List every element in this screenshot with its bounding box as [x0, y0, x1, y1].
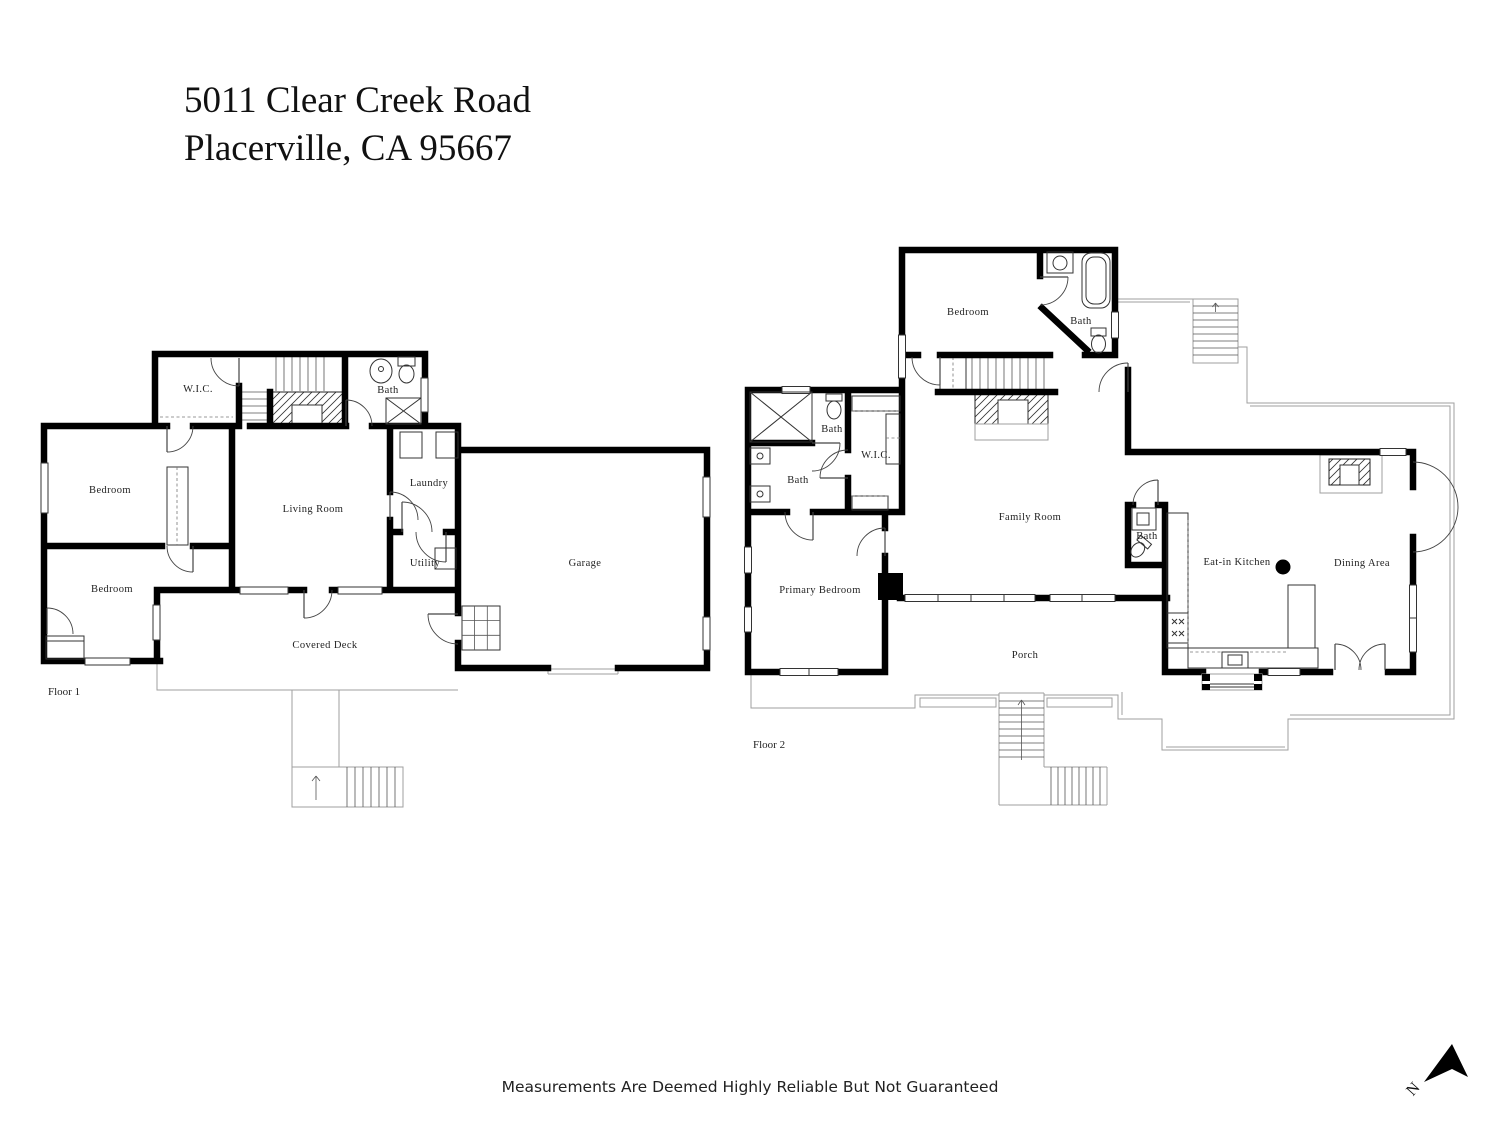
closet [166, 466, 189, 546]
room-label-primary-bedroom: Primary Bedroom [779, 585, 861, 596]
floor2-fixtures [749, 251, 1319, 691]
exterior-stair-lower [998, 692, 1108, 806]
floor1-room-labels: W.I.C. Bath Bedroom Bedroom Living Room … [89, 384, 601, 651]
kitchen-counters [1166, 512, 1319, 669]
kitchen-bath-fixtures [1130, 507, 1157, 558]
sink-icon [1046, 251, 1074, 274]
washer-dryer-icon [399, 431, 459, 459]
floor1-deck-outline [156, 663, 619, 808]
floor2-plan: Bedroom Bath Bath Bath W.I.C. Primary Be… [744, 246, 1459, 806]
room-label-bedroom: Bedroom [947, 307, 989, 318]
room-label-porch: Porch [1012, 650, 1039, 661]
room-label-bath-shower: Bath [821, 424, 843, 435]
room-label-wic: W.I.C. [183, 384, 213, 395]
room-label-wic2: W.I.C. [861, 450, 891, 461]
floor1-fixtures [45, 356, 501, 660]
closet [45, 635, 85, 660]
wic-shelves [851, 395, 901, 511]
floor1-fireplace [271, 391, 344, 427]
floor1-doors [46, 357, 459, 645]
floor2-windows [744, 311, 1417, 676]
room-label-bath: Bath [377, 385, 399, 396]
disclaimer-text: Measurements Are Deemed Highly Reliable … [502, 1078, 999, 1096]
room-label-bath-primary: Bath [787, 475, 809, 486]
shower-icon [385, 397, 422, 425]
toilet-icon [825, 393, 843, 420]
address-line2: Placerville, CA 95667 [184, 128, 512, 169]
dining-fireplace [1319, 454, 1383, 494]
room-label-covered-deck: Covered Deck [292, 640, 357, 651]
room-label-bath-kitchen: Bath [1136, 531, 1158, 542]
floor2-staircase [939, 356, 1045, 391]
bathtub-icon [1081, 252, 1111, 309]
toilet-icon [397, 356, 416, 384]
floor2-fireplace [974, 393, 1049, 441]
water-heater-icon [434, 547, 457, 570]
floor1-walls [40, 350, 711, 672]
address-title: 5011 Clear Creek Road Placerville, CA 95… [184, 80, 531, 169]
floor1-windows [40, 377, 711, 666]
garage-steps [461, 605, 501, 651]
floor2-room-labels: Bedroom Bath Bath Bath W.I.C. Primary Be… [779, 307, 1390, 661]
bay-door [1201, 673, 1263, 691]
floor1-label: Floor 1 [48, 686, 80, 698]
wall-block [878, 573, 903, 600]
address-line1: 5011 Clear Creek Road [184, 80, 531, 121]
room-label-living-room: Living Room [283, 504, 344, 515]
room-label-eat-in-kitchen: Eat-in Kitchen [1203, 557, 1270, 568]
room-label-family-room: Family Room [999, 512, 1061, 523]
north-arrow-icon: N [1403, 1044, 1468, 1099]
stove-icon [1166, 612, 1189, 644]
shower-icon [749, 391, 813, 443]
floor2-walls [744, 246, 1417, 676]
floor2-deck-outline [750, 298, 1455, 806]
exterior-stair-upper [1192, 298, 1239, 364]
north-label: N [1403, 1079, 1424, 1099]
column-dot [1275, 559, 1291, 575]
floor2-label: Floor 2 [753, 739, 785, 751]
kitchen-sink-icon [1221, 651, 1249, 669]
vanity-sinks-icon [749, 447, 771, 503]
floor2-doors [784, 276, 1459, 671]
room-label-bedroom-upper: Bedroom [89, 485, 131, 496]
floor1-plan: W.I.C. Bath Bedroom Bedroom Living Room … [40, 350, 711, 808]
room-label-laundry: Laundry [410, 478, 449, 489]
room-label-bedroom-lower: Bedroom [91, 584, 133, 595]
room-label-dining-area: Dining Area [1334, 558, 1390, 569]
room-label-garage: Garage [569, 558, 602, 569]
toilet-icon [1090, 327, 1107, 354]
room-label-utility: Utility [410, 558, 441, 569]
room-label-bath-upper: Bath [1070, 316, 1092, 327]
sink-icon [369, 358, 393, 384]
